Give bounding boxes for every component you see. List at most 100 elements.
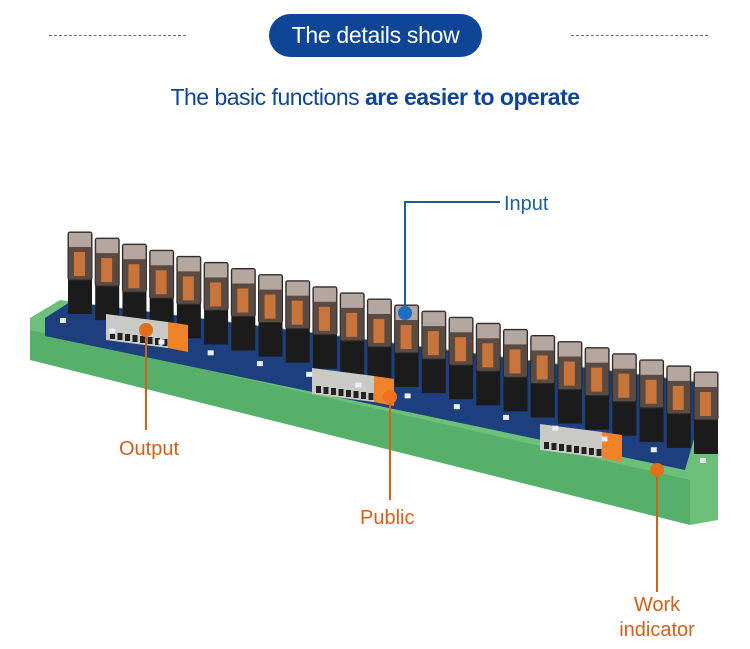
relay-top (96, 239, 119, 254)
callout-public: Public (360, 507, 415, 529)
relay-coil (700, 392, 711, 416)
divider-right (571, 35, 708, 36)
subtitle-bold-text: are easier to operate (365, 84, 580, 110)
relay-coil (182, 276, 194, 301)
terminal-slot (132, 335, 138, 342)
relay-top (667, 366, 690, 381)
relay-coil (591, 367, 603, 392)
relay (94, 237, 120, 321)
relay-socket (421, 353, 446, 394)
indicator-led (503, 414, 510, 420)
relay-socket (312, 328, 337, 369)
terminal-slot (162, 339, 168, 346)
indicator-led (355, 382, 362, 388)
relay-coil (155, 270, 167, 295)
relay-coil (536, 355, 548, 380)
indicator-led (158, 339, 165, 345)
terminal-slot (566, 445, 572, 452)
relay (230, 268, 256, 351)
relay-top (504, 330, 527, 345)
indicator-led (109, 328, 116, 334)
relay-coil (563, 361, 575, 386)
indicator-leds (60, 318, 706, 463)
relay-coil (373, 318, 385, 343)
relay (67, 231, 93, 314)
relay-coil (210, 282, 222, 307)
relay-top (422, 312, 445, 327)
relay (312, 286, 338, 369)
relay-coil (672, 385, 684, 410)
indicator-led (650, 447, 657, 453)
relay-top (531, 336, 554, 351)
terminal-slot (147, 337, 153, 344)
relay-socket (394, 347, 419, 388)
relay-coil (291, 300, 303, 325)
relay-top (695, 373, 717, 387)
terminal-slot (117, 333, 123, 340)
indicator-led (700, 458, 706, 463)
terminal-slot (331, 388, 336, 395)
relay (475, 322, 501, 406)
terminal-slot (596, 449, 602, 456)
relay-socket (612, 395, 637, 436)
relay-coil (455, 337, 467, 362)
relay-socket (204, 304, 229, 345)
relay-socket (340, 334, 365, 375)
relay (285, 280, 311, 363)
relay-coil (618, 373, 630, 398)
relay-top (259, 275, 282, 290)
relay (258, 274, 284, 357)
indicator-led (60, 318, 66, 323)
terminal-block (106, 314, 188, 352)
terminal-slot (316, 386, 321, 393)
relay (584, 347, 610, 430)
relay (611, 353, 637, 436)
relay-coil (509, 349, 521, 374)
output-callout-dot (139, 323, 153, 337)
relay (149, 249, 175, 333)
relay-top (286, 281, 309, 296)
relay (421, 310, 447, 394)
terminal-slot (140, 336, 145, 343)
relay-top (368, 299, 391, 314)
callout-input: Input (504, 193, 549, 215)
relay (693, 371, 719, 454)
relay-top (586, 348, 609, 363)
relay-socket (231, 310, 256, 351)
terminal-slot (323, 387, 329, 394)
relay-socket (68, 274, 92, 314)
indicator-led (207, 350, 214, 356)
relay-top (177, 257, 200, 272)
indicator-led (404, 393, 411, 399)
section-badge-label: The details show (291, 22, 460, 48)
terminal-slot (346, 390, 351, 397)
relay-top (205, 263, 228, 278)
work-callout-dot (650, 463, 664, 477)
relay-socket (95, 280, 120, 321)
relay (666, 365, 692, 448)
relay-socket (258, 316, 283, 357)
relay-top (477, 324, 500, 339)
callout-work-indicator: Work indicator (605, 593, 709, 643)
callout-output: Output (119, 438, 180, 460)
relay-coil (346, 312, 358, 337)
relay (530, 334, 556, 418)
terminal-slot (368, 393, 374, 400)
relay (176, 255, 202, 339)
relay (557, 341, 583, 424)
relay-socket (557, 383, 582, 424)
indicator-led (552, 425, 559, 431)
relay-top (640, 360, 663, 375)
input-callout-dot (398, 306, 412, 320)
indicator-led (256, 361, 263, 367)
relay-top (123, 245, 146, 260)
terminal-slot (110, 332, 115, 339)
callout-work-line2: indicator (619, 619, 695, 641)
relay (121, 243, 147, 327)
relay-coil (427, 331, 439, 356)
relay-coil (74, 252, 85, 276)
relay-top (313, 287, 336, 302)
callout-work-line1: Work (633, 594, 681, 616)
divider-left (49, 35, 186, 36)
